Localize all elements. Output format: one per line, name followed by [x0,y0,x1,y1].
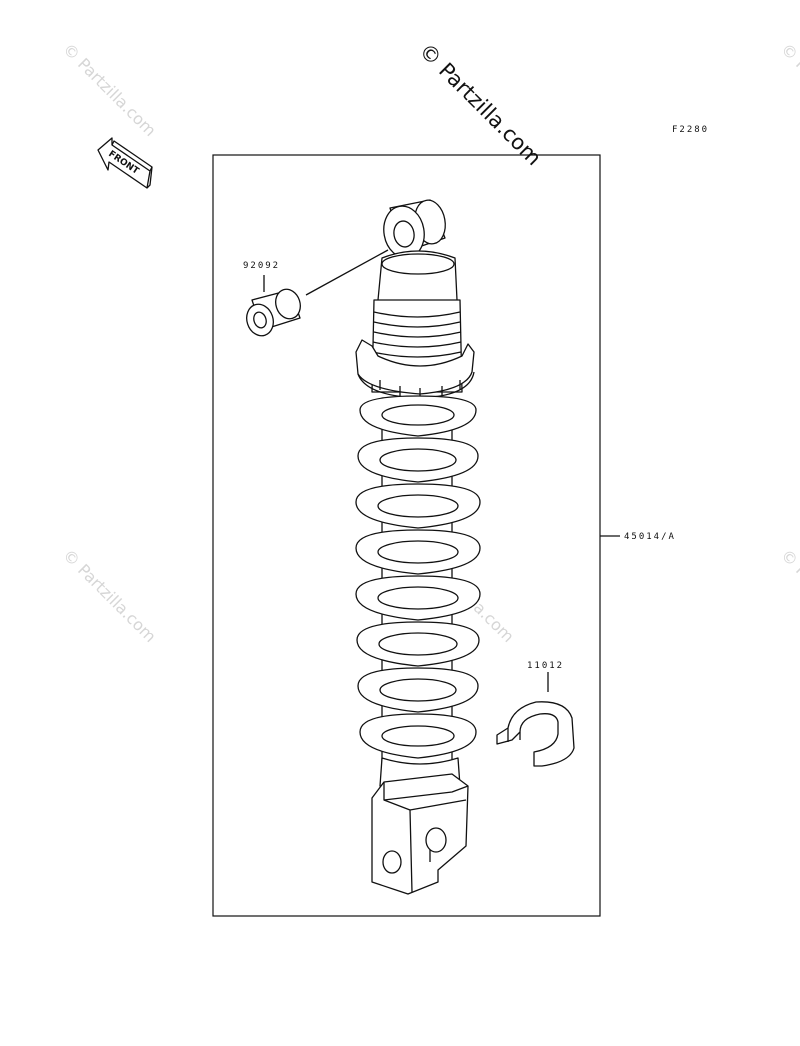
shock-absorber-icon [355,199,481,895]
watermark-faint: © Partzilla.com [777,545,800,646]
watermark-faint: © Partzilla.com [59,545,160,646]
part-number-45014: 45014/A [624,532,676,542]
figure-code: F2280 [672,125,709,135]
part-number-92092: 92092 [243,261,280,271]
watermark-faint: © Partzilla.com [777,39,800,140]
retaining-clip-icon [496,701,575,767]
front-arrow-icon: FRONT [97,137,153,189]
spring-coils [355,395,481,759]
part-number-11012: 11012 [527,661,564,671]
watermark-main: © Partzilla.com [414,39,546,171]
bushing-collar-icon [246,288,301,337]
leader-line-92092-to-eye [305,249,389,296]
watermark-faint: © Partzilla.com [59,39,160,140]
